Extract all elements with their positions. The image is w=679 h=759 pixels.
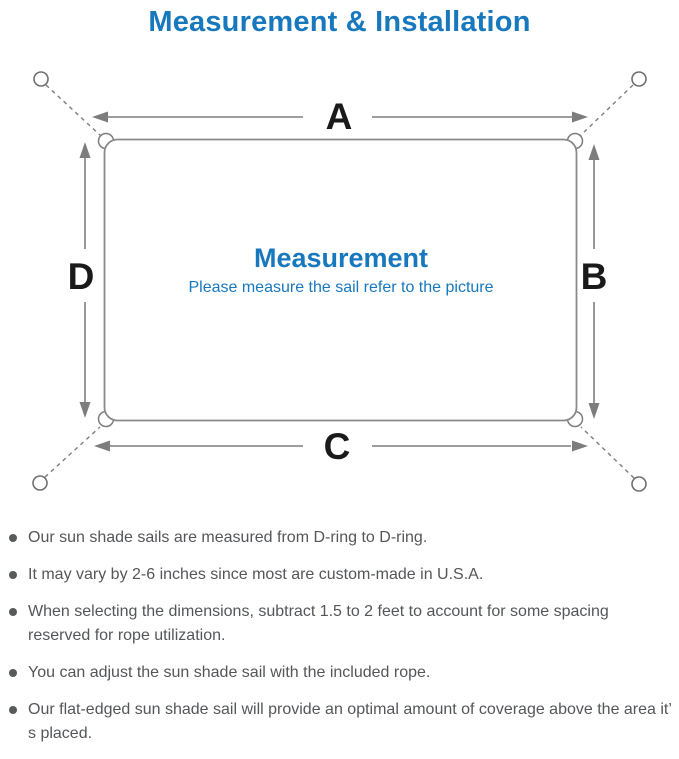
bullet-dot-icon (9, 669, 17, 677)
dimension-arrowheads (79, 111, 600, 452)
anchor-circle-bottom-left (32, 475, 48, 491)
arrowhead-c-right (572, 440, 588, 452)
diagram-center-subtitle: Please measure the sail refer to the pic… (188, 279, 493, 296)
note-text: Our sun shade sails are measured from D-… (28, 529, 428, 546)
dim-label-b: B (581, 256, 608, 297)
dim-label-d: D (68, 256, 95, 297)
list-item: When selecting the dimensions, subtract … (9, 600, 674, 648)
list-item: It may vary by 2-6 inches since most are… (9, 563, 674, 587)
dim-label-c: C (324, 426, 351, 467)
arrowhead-a-left (92, 111, 108, 123)
bullet-dot-icon (9, 571, 17, 579)
note-text: Our flat-edged sun shade sail will provi… (28, 701, 672, 742)
anchor-circle-top-right (631, 71, 647, 87)
dimension-lines (84, 116, 595, 447)
anchor-points (32, 71, 647, 492)
note-text: You can adjust the sun shade sail with t… (28, 664, 431, 681)
list-item: You can adjust the sun shade sail with t… (9, 661, 674, 685)
notes-list: Our sun shade sails are measured from D-… (9, 526, 674, 759)
anchor-circle-top-left (33, 71, 49, 87)
bullet-dot-icon (9, 534, 17, 542)
bullet-dot-icon (9, 706, 17, 714)
page-title: Measurement & Installation (148, 6, 531, 38)
sail-rectangle (103, 138, 578, 422)
list-item: Our flat-edged sun shade sail will provi… (9, 698, 674, 746)
arrowhead-d-up (79, 142, 91, 158)
arrowhead-b-down (588, 403, 600, 419)
arrowhead-d-down (79, 402, 91, 418)
rope-line-bottom-right (580, 426, 635, 479)
bullet-dot-icon (9, 608, 17, 616)
rope-line-top-left (45, 84, 102, 137)
measurement-diagram: A B C D Measurement Please measure the s… (32, 71, 647, 492)
arrowhead-a-right (572, 111, 588, 123)
dim-label-a: A (326, 96, 353, 137)
rope-line-bottom-left (44, 426, 101, 478)
anchor-circle-bottom-right (631, 476, 647, 492)
note-text: It may vary by 2-6 inches since most are… (28, 566, 484, 583)
note-text: When selecting the dimensions, subtract … (28, 603, 609, 644)
rope-line-top-right (579, 84, 634, 137)
list-item: Our sun shade sails are measured from D-… (9, 526, 674, 550)
arrowhead-c-left (94, 440, 110, 452)
diagram-center-title: Measurement (254, 243, 428, 273)
arrowhead-b-up (588, 144, 600, 160)
